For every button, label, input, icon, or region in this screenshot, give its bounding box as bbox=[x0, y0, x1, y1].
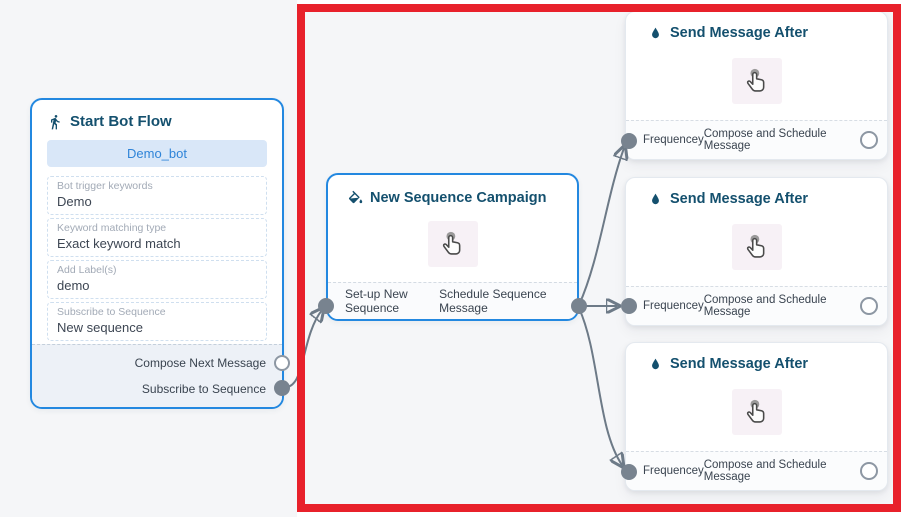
edge-sequence-to-message-1 bbox=[578, 148, 624, 306]
field-label: Bot trigger keywords bbox=[57, 180, 153, 192]
edge-sequence-to-message-3 bbox=[578, 307, 622, 465]
paint-bucket-icon bbox=[348, 190, 363, 204]
field-subscribe-to-sequence[interactable]: Subscribe to Sequence New sequence bbox=[47, 302, 267, 341]
message-node-footer: Frequencey Compose and Schedule Message bbox=[626, 451, 887, 490]
start-node-title: Start Bot Flow bbox=[70, 113, 172, 130]
field-label: Keyword matching type bbox=[57, 222, 167, 234]
sequence-node-footer: Set-up New Sequence Schedule Sequence Me… bbox=[328, 282, 577, 319]
page-gap-top bbox=[297, 0, 901, 4]
droplet-icon bbox=[652, 27, 659, 38]
bot-name-button[interactable]: Demo_bot bbox=[47, 140, 267, 167]
field-value: New sequence bbox=[57, 320, 143, 335]
output-setup-new-sequence: Set-up New Sequence bbox=[345, 287, 408, 315]
message-node-title: Send Message After bbox=[670, 25, 809, 41]
tap-hand-icon bbox=[746, 234, 764, 258]
message-node-body bbox=[626, 372, 887, 451]
field-label: Subscribe to Sequence bbox=[57, 306, 166, 318]
sequence-node-header: New Sequence Campaign bbox=[328, 175, 577, 206]
message-node-header: Send Message After bbox=[626, 343, 887, 372]
field-label: Add Label(s) bbox=[57, 264, 117, 276]
output-subscribe-to-sequence: Subscribe to Sequence bbox=[141, 381, 266, 396]
field-value: demo bbox=[57, 278, 90, 293]
output-compose-and-schedule: Compose and Schedule Message bbox=[703, 294, 827, 318]
message-node-title: Send Message After bbox=[670, 191, 809, 207]
connector-message-1-input[interactable] bbox=[621, 133, 637, 149]
message-node-body bbox=[626, 41, 887, 120]
message-node-header: Send Message After bbox=[626, 178, 887, 207]
sequence-node-title: New Sequence Campaign bbox=[370, 189, 547, 206]
start-node-header: Start Bot Flow bbox=[32, 100, 282, 139]
tap-hand-icon bbox=[746, 399, 764, 423]
output-compose-and-schedule: Compose and Schedule Message bbox=[703, 459, 827, 483]
droplet-icon bbox=[652, 193, 659, 204]
start-node-footer: Compose Next Message Subscribe to Sequen… bbox=[32, 344, 282, 407]
output-compose-next-message: Compose Next Message bbox=[134, 356, 266, 371]
field-value: Exact keyword match bbox=[57, 236, 181, 251]
output-schedule-sequence-message: Schedule Sequence Message bbox=[439, 287, 547, 315]
tap-hand-icon bbox=[746, 68, 764, 92]
output-compose-and-schedule: Compose and Schedule Message bbox=[703, 128, 827, 152]
edge-start-to-sequence bbox=[281, 310, 322, 389]
page-gap-bottom bbox=[297, 512, 901, 517]
tap-to-configure-button[interactable] bbox=[731, 223, 782, 270]
field-keyword-matching-type[interactable]: Keyword matching type Exact keyword matc… bbox=[47, 218, 267, 257]
sequence-node-body bbox=[328, 206, 577, 282]
connector-sequence-input[interactable] bbox=[318, 298, 334, 314]
message-node-footer: Frequencey Compose and Schedule Message bbox=[626, 286, 887, 325]
input-frequency: Frequencey bbox=[643, 134, 704, 146]
node-new-sequence-campaign[interactable]: New Sequence Campaign Set-up New Sequenc… bbox=[326, 173, 579, 321]
tap-to-configure-button[interactable] bbox=[731, 57, 782, 104]
output-connector-hollow[interactable] bbox=[860, 297, 878, 315]
connector-compose-next-message[interactable] bbox=[274, 355, 290, 371]
connector-message-2-input[interactable] bbox=[621, 298, 637, 314]
field-bot-trigger-keywords[interactable]: Bot trigger keywords Demo bbox=[47, 176, 267, 215]
input-frequency: Frequencey bbox=[643, 300, 704, 312]
node-start-bot-flow[interactable]: Start Bot Flow Demo_bot Bot trigger keyw… bbox=[30, 98, 284, 409]
tap-to-configure-button[interactable] bbox=[731, 388, 782, 435]
droplet-icon bbox=[652, 358, 659, 369]
message-node-title: Send Message After bbox=[670, 356, 809, 372]
connector-message-3-input[interactable] bbox=[621, 464, 637, 480]
connector-subscribe-to-sequence[interactable] bbox=[274, 380, 290, 396]
node-send-message-after-3[interactable]: Send Message After Frequencey Compose an… bbox=[625, 342, 888, 491]
output-connector-hollow[interactable] bbox=[860, 131, 878, 149]
start-node-fields: Bot trigger keywords Demo Keyword matchi… bbox=[47, 176, 267, 344]
tap-to-configure-button[interactable] bbox=[427, 221, 478, 267]
walking-person-icon bbox=[51, 114, 60, 129]
tap-hand-icon bbox=[442, 231, 460, 255]
connector-sequence-output[interactable] bbox=[571, 298, 587, 314]
message-node-body bbox=[626, 207, 887, 286]
field-add-labels[interactable]: Add Label(s) demo bbox=[47, 260, 267, 299]
field-value: Demo bbox=[57, 194, 92, 209]
node-send-message-after-1[interactable]: Send Message After Frequencey Compose an… bbox=[625, 11, 888, 160]
input-frequency: Frequencey bbox=[643, 465, 704, 477]
node-send-message-after-2[interactable]: Send Message After Frequencey Compose an… bbox=[625, 177, 888, 326]
message-node-footer: Frequencey Compose and Schedule Message bbox=[626, 120, 887, 159]
output-connector-hollow[interactable] bbox=[860, 462, 878, 480]
message-node-header: Send Message After bbox=[626, 12, 887, 41]
